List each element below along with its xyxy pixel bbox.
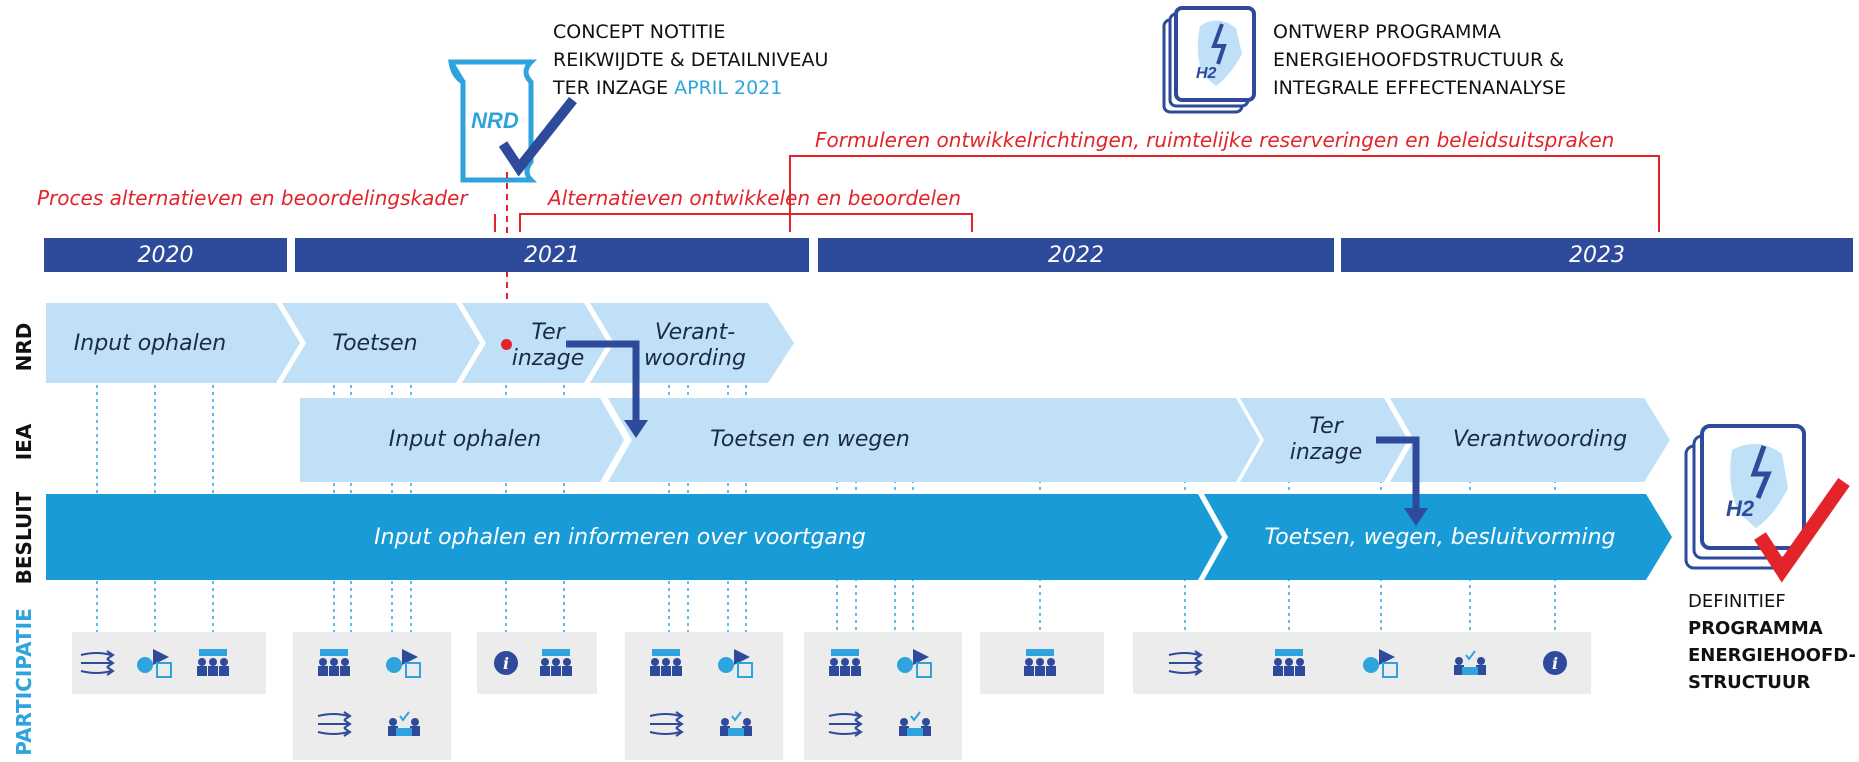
concept-note-line1: CONCEPT NOTITIE bbox=[553, 21, 726, 43]
final-check-icon bbox=[1754, 477, 1850, 583]
alternatieven-bracket bbox=[519, 213, 973, 232]
presentation-icon bbox=[136, 648, 172, 678]
phase-proces-label: Proces alternatieven en beoordelingskade… bbox=[37, 186, 468, 210]
iea-step-verantwoording: Verantwoording bbox=[1452, 426, 1628, 452]
nrd-step-2-shape bbox=[282, 303, 480, 383]
flow-arrows-icon bbox=[649, 711, 683, 737]
iea-step-ter-inzage: Ter inzage bbox=[1289, 414, 1363, 465]
year-2022: 2022 bbox=[818, 238, 1334, 272]
year-2023: 2023 bbox=[1341, 238, 1853, 272]
voting-icon bbox=[719, 711, 753, 737]
participation-box-7 bbox=[1133, 632, 1591, 694]
iea-step-3-shape bbox=[1240, 398, 1408, 482]
final-programme-icon: H2 bbox=[1682, 420, 1852, 583]
iea-step-4-shape bbox=[1390, 398, 1670, 482]
besluit-step-input: Input ophalen en informeren over voortga… bbox=[374, 524, 866, 550]
year-2021: 2021 bbox=[295, 238, 809, 272]
meeting-icon bbox=[197, 649, 229, 676]
nrd-to-iea-arrow bbox=[566, 340, 640, 420]
info-icon bbox=[1543, 651, 1567, 675]
nrd-step-input: Input ophalen bbox=[73, 330, 227, 356]
concept-note-text: CONCEPT NOTITIE REIKWIJDTE & DETAILNIVEA… bbox=[553, 18, 828, 102]
draft-doc-label: H2 bbox=[1196, 65, 1217, 82]
meeting-icon bbox=[650, 649, 682, 676]
year-2020: 2020 bbox=[44, 238, 287, 272]
besluit-step-1-shape bbox=[46, 494, 1222, 580]
meeting-icon bbox=[1024, 649, 1056, 676]
participation-box-4 bbox=[625, 632, 783, 760]
nrd-step-4-shape bbox=[590, 303, 794, 383]
voting-icon bbox=[387, 711, 421, 737]
nrd-step-1-shape bbox=[46, 303, 300, 383]
participation-box-2 bbox=[293, 632, 451, 760]
meeting-icon bbox=[540, 649, 572, 676]
flow-arrows-icon bbox=[317, 711, 351, 737]
meeting-icon bbox=[829, 649, 861, 676]
voting-icon bbox=[898, 711, 932, 737]
flow-arrows-icon bbox=[1168, 650, 1202, 676]
nrd-step-verantwoording: Verant- woording bbox=[644, 320, 746, 371]
concept-note-line3: TER INZAGE APRIL 2021 bbox=[553, 77, 783, 99]
meeting-icon bbox=[318, 649, 350, 676]
iea-step-2-shape bbox=[608, 398, 1260, 482]
besluit-step-2-shape bbox=[1204, 494, 1672, 580]
final-line4: STRUCTUUR bbox=[1688, 672, 1811, 693]
draft-programme-text: ONTWERP PROGRAMMA ENERGIEHOOFDSTRUCTUUR … bbox=[1273, 18, 1566, 102]
iea-step-1-shape bbox=[300, 398, 624, 482]
ter-inzage-marker-dot bbox=[501, 339, 512, 350]
nrd-step-toetsen: Toetsen bbox=[332, 330, 418, 356]
besluit-step-toetsen: Toetsen, wegen, besluitvorming bbox=[1264, 524, 1616, 550]
presentation-icon bbox=[385, 648, 421, 678]
phase-formuleren-label: Formuleren ontwikkelrichtingen, ruimteli… bbox=[815, 128, 1615, 152]
voting-icon bbox=[1453, 650, 1487, 676]
draft-line1: ONTWERP PROGRAMMA bbox=[1273, 21, 1501, 43]
draft-line3: INTEGRALE EFFECTENANALYSE bbox=[1273, 77, 1567, 99]
final-doc-label: H2 bbox=[1726, 496, 1755, 521]
iea-to-besluit-arrow bbox=[1376, 436, 1420, 508]
nrd-document-icon: NRD bbox=[443, 52, 583, 183]
concept-note-line2: REIKWIJDTE & DETAILNIVEAU bbox=[553, 49, 829, 71]
concept-note-date: APRIL 2021 bbox=[674, 77, 783, 99]
draft-programme-icon: H2 bbox=[1160, 6, 1260, 116]
presentation-icon bbox=[1362, 648, 1398, 678]
participation-box-5 bbox=[804, 632, 962, 760]
presentation-icon bbox=[717, 648, 753, 678]
draft-line2: ENERGIEHOOFDSTRUCTUUR & bbox=[1273, 49, 1565, 71]
nrd-doc-label: NRD bbox=[471, 108, 519, 133]
flow-arrows-icon bbox=[80, 650, 114, 676]
info-icon bbox=[494, 651, 518, 675]
nrd-step-3-shape bbox=[462, 303, 608, 383]
nrd-step-ter-inzage: Ter inzage bbox=[511, 320, 585, 371]
final-programme-text: DEFINITIEF PROGRAMMA ENERGIEHOOFD- STRUC… bbox=[1688, 588, 1856, 696]
iea-step-input: Input ophalen bbox=[388, 426, 542, 452]
presentation-icon bbox=[896, 648, 932, 678]
formuleren-bracket bbox=[789, 155, 1660, 232]
iea-step-toetsen-wegen: Toetsen en wegen bbox=[710, 426, 910, 452]
phase-alternatieven-label: Alternatieven ontwikkelen en beoordelen bbox=[548, 186, 962, 210]
final-line3: ENERGIEHOOFD- bbox=[1688, 645, 1856, 666]
final-line2: PROGRAMMA bbox=[1688, 618, 1823, 639]
flow-arrows-icon bbox=[828, 711, 862, 737]
final-line1: DEFINITIEF bbox=[1688, 591, 1786, 612]
meeting-icon bbox=[1273, 649, 1305, 676]
